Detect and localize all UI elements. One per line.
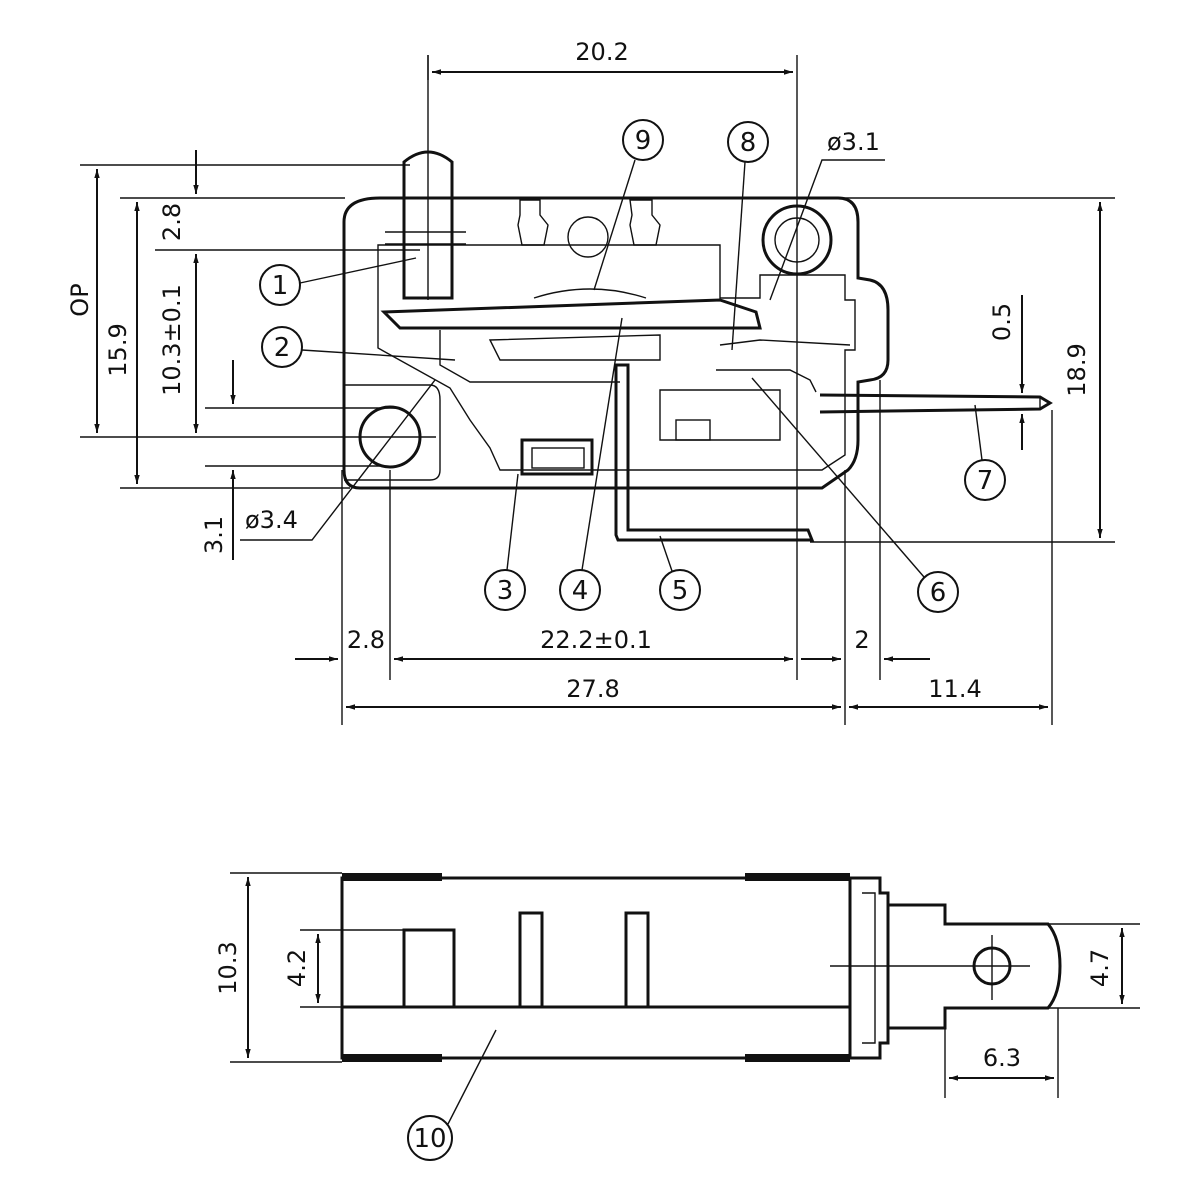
dim-window-height: 4.2 bbox=[283, 949, 311, 987]
svg-text:9: 9 bbox=[635, 126, 652, 156]
front-view: 20.2 OP 15.9 10.3±0.1 2.8 3.1 ø3.1 ø3.4 … bbox=[66, 38, 1115, 725]
svg-text:8: 8 bbox=[740, 128, 757, 158]
dim-top-offset: 2.8 bbox=[158, 203, 186, 241]
svg-text:2: 2 bbox=[274, 333, 291, 363]
terminal-no bbox=[819, 393, 1053, 414]
callout-8: 8 bbox=[727, 121, 769, 351]
callout-3: 3 bbox=[484, 473, 526, 611]
svg-text:1: 1 bbox=[272, 271, 289, 301]
svg-text:10: 10 bbox=[413, 1124, 446, 1154]
side-flange bbox=[850, 876, 890, 1060]
callout-9: 9 bbox=[593, 119, 664, 291]
dim-side-height: 10.3 bbox=[214, 941, 242, 994]
dim-op: OP bbox=[66, 283, 94, 316]
side-body bbox=[340, 876, 852, 1060]
svg-text:6: 6 bbox=[930, 578, 947, 608]
dim-terminal-length: 11.4 bbox=[928, 675, 981, 703]
svg-text:5: 5 bbox=[672, 576, 689, 606]
side-tab bbox=[888, 903, 1062, 1030]
callout-2: 2 bbox=[261, 326, 456, 368]
dim-hole-right: ø3.1 bbox=[827, 128, 880, 156]
lever bbox=[380, 298, 762, 330]
callout-10: 10 bbox=[407, 1029, 497, 1161]
dim-mount-spacing-v: 10.3±0.1 bbox=[158, 284, 186, 396]
terminal-common bbox=[614, 363, 815, 542]
callout-1: 1 bbox=[259, 257, 417, 306]
svg-text:4: 4 bbox=[572, 576, 589, 606]
dim-total-height: 18.9 bbox=[1063, 343, 1091, 396]
window-slot bbox=[520, 438, 594, 476]
dim-tab-length: 6.3 bbox=[983, 1044, 1021, 1072]
svg-text:3: 3 bbox=[497, 576, 514, 606]
dim-hole-left: ø3.4 bbox=[245, 506, 298, 534]
dim-tab-width: 4.7 bbox=[1086, 949, 1114, 987]
dim-body-length: 27.8 bbox=[566, 675, 619, 703]
callout-7: 7 bbox=[964, 404, 1006, 501]
plunger bbox=[402, 150, 454, 300]
side-window-2 bbox=[518, 911, 544, 1009]
side-view: 10.3 4.2 4.7 6.3 10 bbox=[214, 872, 1140, 1161]
dim-terminal-thickness: 0.5 bbox=[988, 303, 1016, 341]
side-window-3 bbox=[624, 911, 650, 1009]
svg-text:7: 7 bbox=[977, 466, 994, 496]
dim-bottom-offset: 3.1 bbox=[200, 516, 228, 554]
callout-6: 6 bbox=[751, 377, 959, 613]
side-window-1 bbox=[402, 928, 456, 1009]
callout-5: 5 bbox=[659, 535, 701, 611]
dim-top-width: 20.2 bbox=[575, 38, 628, 66]
dim-hole-spacing: 22.2±0.1 bbox=[540, 626, 652, 654]
callout-4: 4 bbox=[559, 317, 623, 611]
dim-overall-height: 15.9 bbox=[104, 323, 132, 376]
dim-right-offset: 2 bbox=[854, 626, 869, 654]
housing-outline bbox=[342, 196, 890, 490]
dim-left-offset: 2.8 bbox=[347, 626, 385, 654]
